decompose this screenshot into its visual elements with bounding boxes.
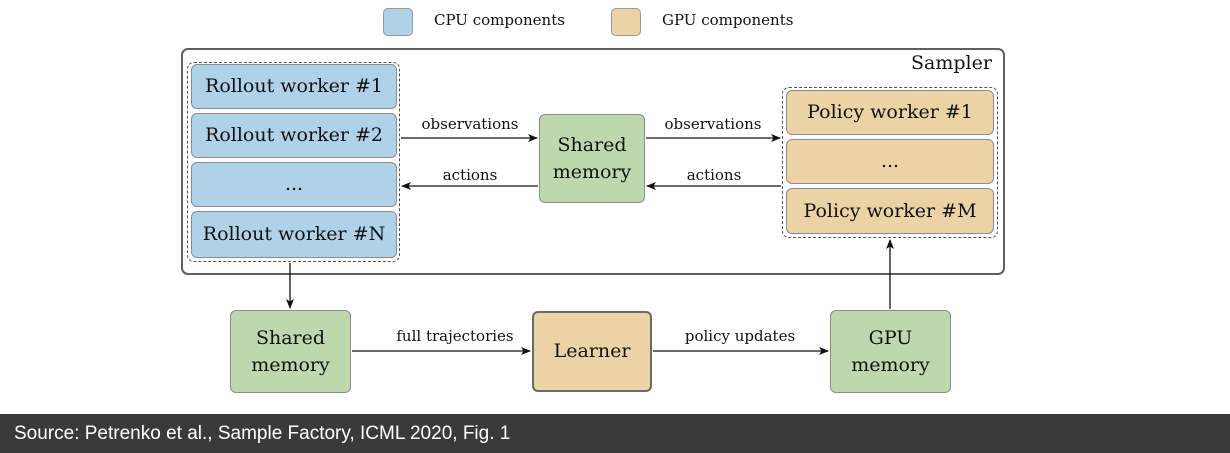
shared-memory-sampler: Shared memory	[539, 114, 645, 203]
rollout-worker-2: Rollout worker #2	[191, 113, 397, 158]
cpu-legend-swatch	[383, 8, 413, 36]
edge-label-observations-right: observations	[664, 115, 762, 133]
policy-worker-m: Policy worker #M	[786, 188, 994, 234]
edge-label-actions-right: actions	[686, 166, 742, 184]
shared-memory-bottom-line1: Shared	[255, 326, 326, 349]
policy-worker-ellipsis: ...	[786, 139, 994, 184]
source-footer: Source: Petrenko et al., Sample Factory,…	[0, 414, 1230, 453]
policy-workers-group	[782, 87, 998, 238]
shared-memory-sampler-line1: Shared	[557, 133, 627, 156]
gpu-memory-line2: memory	[851, 353, 930, 376]
edge-label-policy-updates: policy updates	[684, 327, 796, 345]
edge-label-actions-left: actions	[442, 166, 498, 184]
rollout-worker-1: Rollout worker #1	[191, 64, 397, 109]
shared-memory-bottom: Shared memory	[230, 310, 351, 393]
edge-label-observations-left: observations	[421, 115, 519, 133]
gpu-legend-swatch	[611, 8, 641, 36]
edge-label-full-trajectories: full trajectories	[396, 327, 514, 345]
rollout-worker-ellipsis: ...	[191, 162, 397, 207]
learner-box: Learner	[532, 311, 652, 392]
rollout-workers-group	[187, 62, 400, 262]
shared-memory-bottom-line2: memory	[251, 353, 330, 376]
cpu-legend-label: CPU components	[434, 11, 565, 29]
gpu-memory-line1: GPU	[868, 326, 913, 349]
gpu-memory: GPU memory	[830, 310, 951, 393]
sampler-title: Sampler	[911, 52, 992, 74]
sampler-container	[181, 48, 1005, 275]
rollout-worker-n: Rollout worker #N	[191, 211, 397, 258]
policy-worker-1: Policy worker #1	[786, 90, 994, 135]
shared-memory-sampler-line2: memory	[552, 160, 632, 183]
gpu-legend-label: GPU components	[662, 11, 794, 29]
